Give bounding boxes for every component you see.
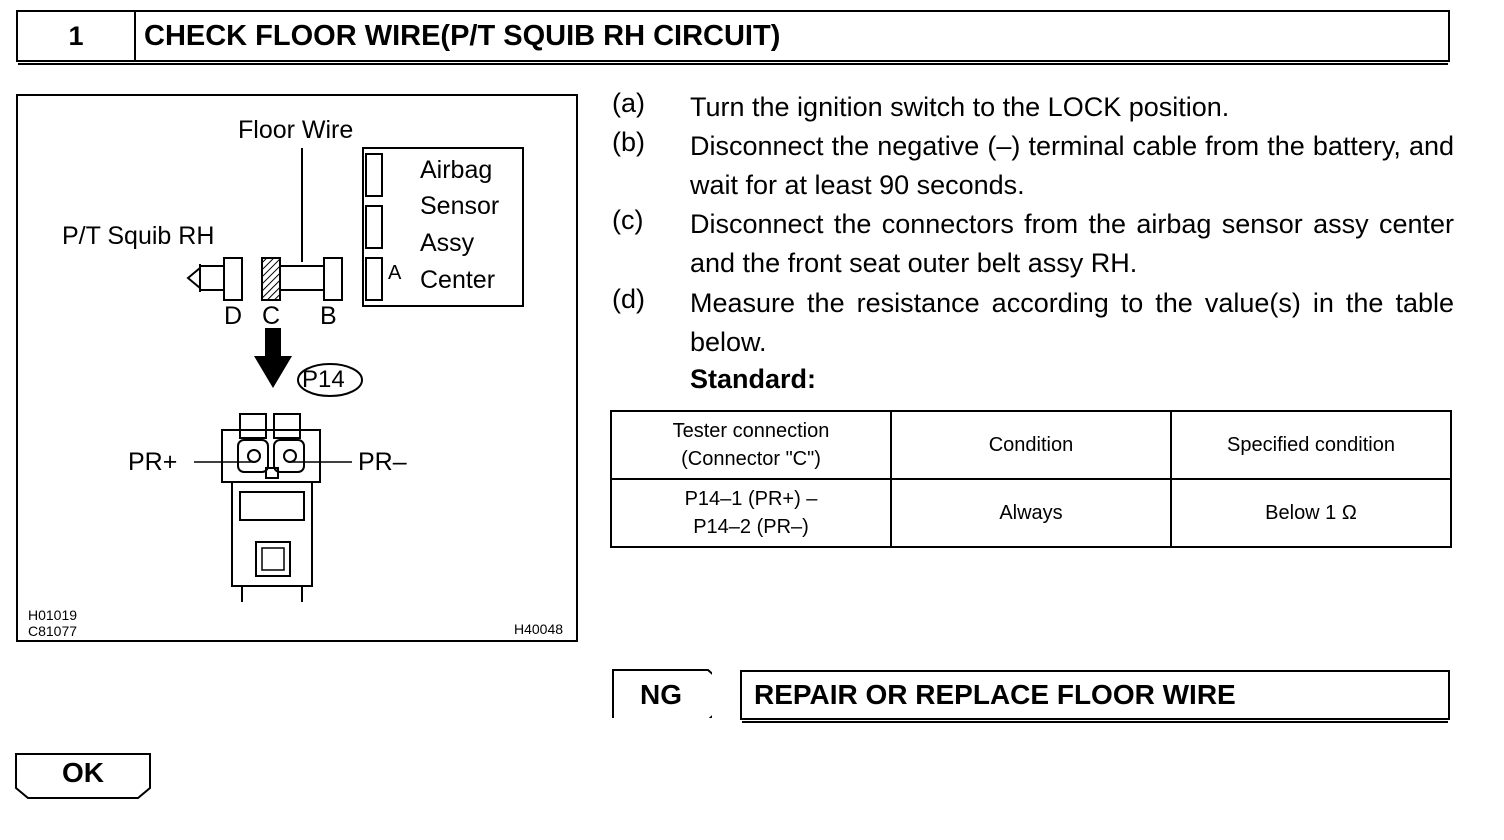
center-label: Center <box>420 266 496 294</box>
ng-label: NG <box>640 679 682 710</box>
figure-code-1: H01019 <box>28 607 78 623</box>
instruction-letter: (c) <box>612 205 644 235</box>
header-line: Tester connection <box>672 420 830 442</box>
connector-illustration <box>186 147 524 602</box>
wiring-diagram: Floor Wire Airbag Sensor Assy Center A P… <box>16 94 578 642</box>
connector-b-label: B <box>320 302 337 330</box>
spec-table: Tester connection (Connector "C") Condit… <box>610 410 1452 548</box>
step-title: CHECK FLOOR WIRE(P/T SQUIB RH CIRCUIT) <box>144 19 781 52</box>
table-cell: P14–1 (PR+) – P14–2 (PR–) <box>610 478 892 548</box>
instruction-text: Measure the resistance according to the … <box>690 288 1454 357</box>
instruction-text: Turn the ignition switch to the LOCK pos… <box>690 92 1230 122</box>
connector-a-label: A <box>388 262 402 284</box>
instruction-text: Disconnect the negative (–) terminal cab… <box>690 131 1454 200</box>
ng-result-box: REPAIR OR REPLACE FLOOR WIRE <box>740 670 1450 723</box>
cell-line: P14–2 (PR–) <box>693 516 809 538</box>
assy-label: Assy <box>420 229 475 257</box>
connector-d-label: D <box>224 302 243 330</box>
ok-arrow-box <box>15 753 151 799</box>
header-cell: Condition <box>890 410 1172 480</box>
figure-code-3: H40048 <box>514 621 564 637</box>
instruction-letter: (b) <box>612 127 645 157</box>
pr-plus-label: PR+ <box>128 448 178 476</box>
figure-code-2: C81077 <box>28 623 78 639</box>
p14-label: P14 <box>302 366 345 393</box>
step-number: 1 <box>18 12 136 60</box>
instruction-letter: (a) <box>612 88 645 118</box>
table-header-row: Tester connection (Connector "C") Condit… <box>610 410 1452 480</box>
cell-line: P14–1 (PR+) – <box>684 488 818 510</box>
connector-c-label: C <box>262 302 281 330</box>
table-row: P14–1 (PR+) – P14–2 (PR–) Always Below 1… <box>610 478 1452 548</box>
instruction-text: Disconnect the connectors from the airba… <box>690 209 1454 278</box>
instruction-letter: (d) <box>612 284 645 314</box>
airbag-label: Airbag <box>420 156 493 184</box>
floor-wire-label: Floor Wire <box>238 116 354 144</box>
step-header: 1 CHECK FLOOR WIRE(P/T SQUIB RH CIRCUIT) <box>16 10 1450 65</box>
table-cell: Below 1 Ω <box>1170 478 1452 548</box>
header-cell: Tester connection (Connector "C") <box>610 410 892 480</box>
pr-minus-label: PR– <box>358 448 407 476</box>
header-cell: Specified condition <box>1170 410 1452 480</box>
pt-squib-rh-label: P/T Squib RH <box>62 222 215 250</box>
table-cell: Always <box>890 478 1172 548</box>
header-line: (Connector "C") <box>681 448 821 470</box>
standard-label: Standard: <box>690 364 817 394</box>
ng-arrow-box <box>612 669 712 718</box>
ok-label: OK <box>62 757 104 788</box>
sensor-label: Sensor <box>420 192 500 220</box>
